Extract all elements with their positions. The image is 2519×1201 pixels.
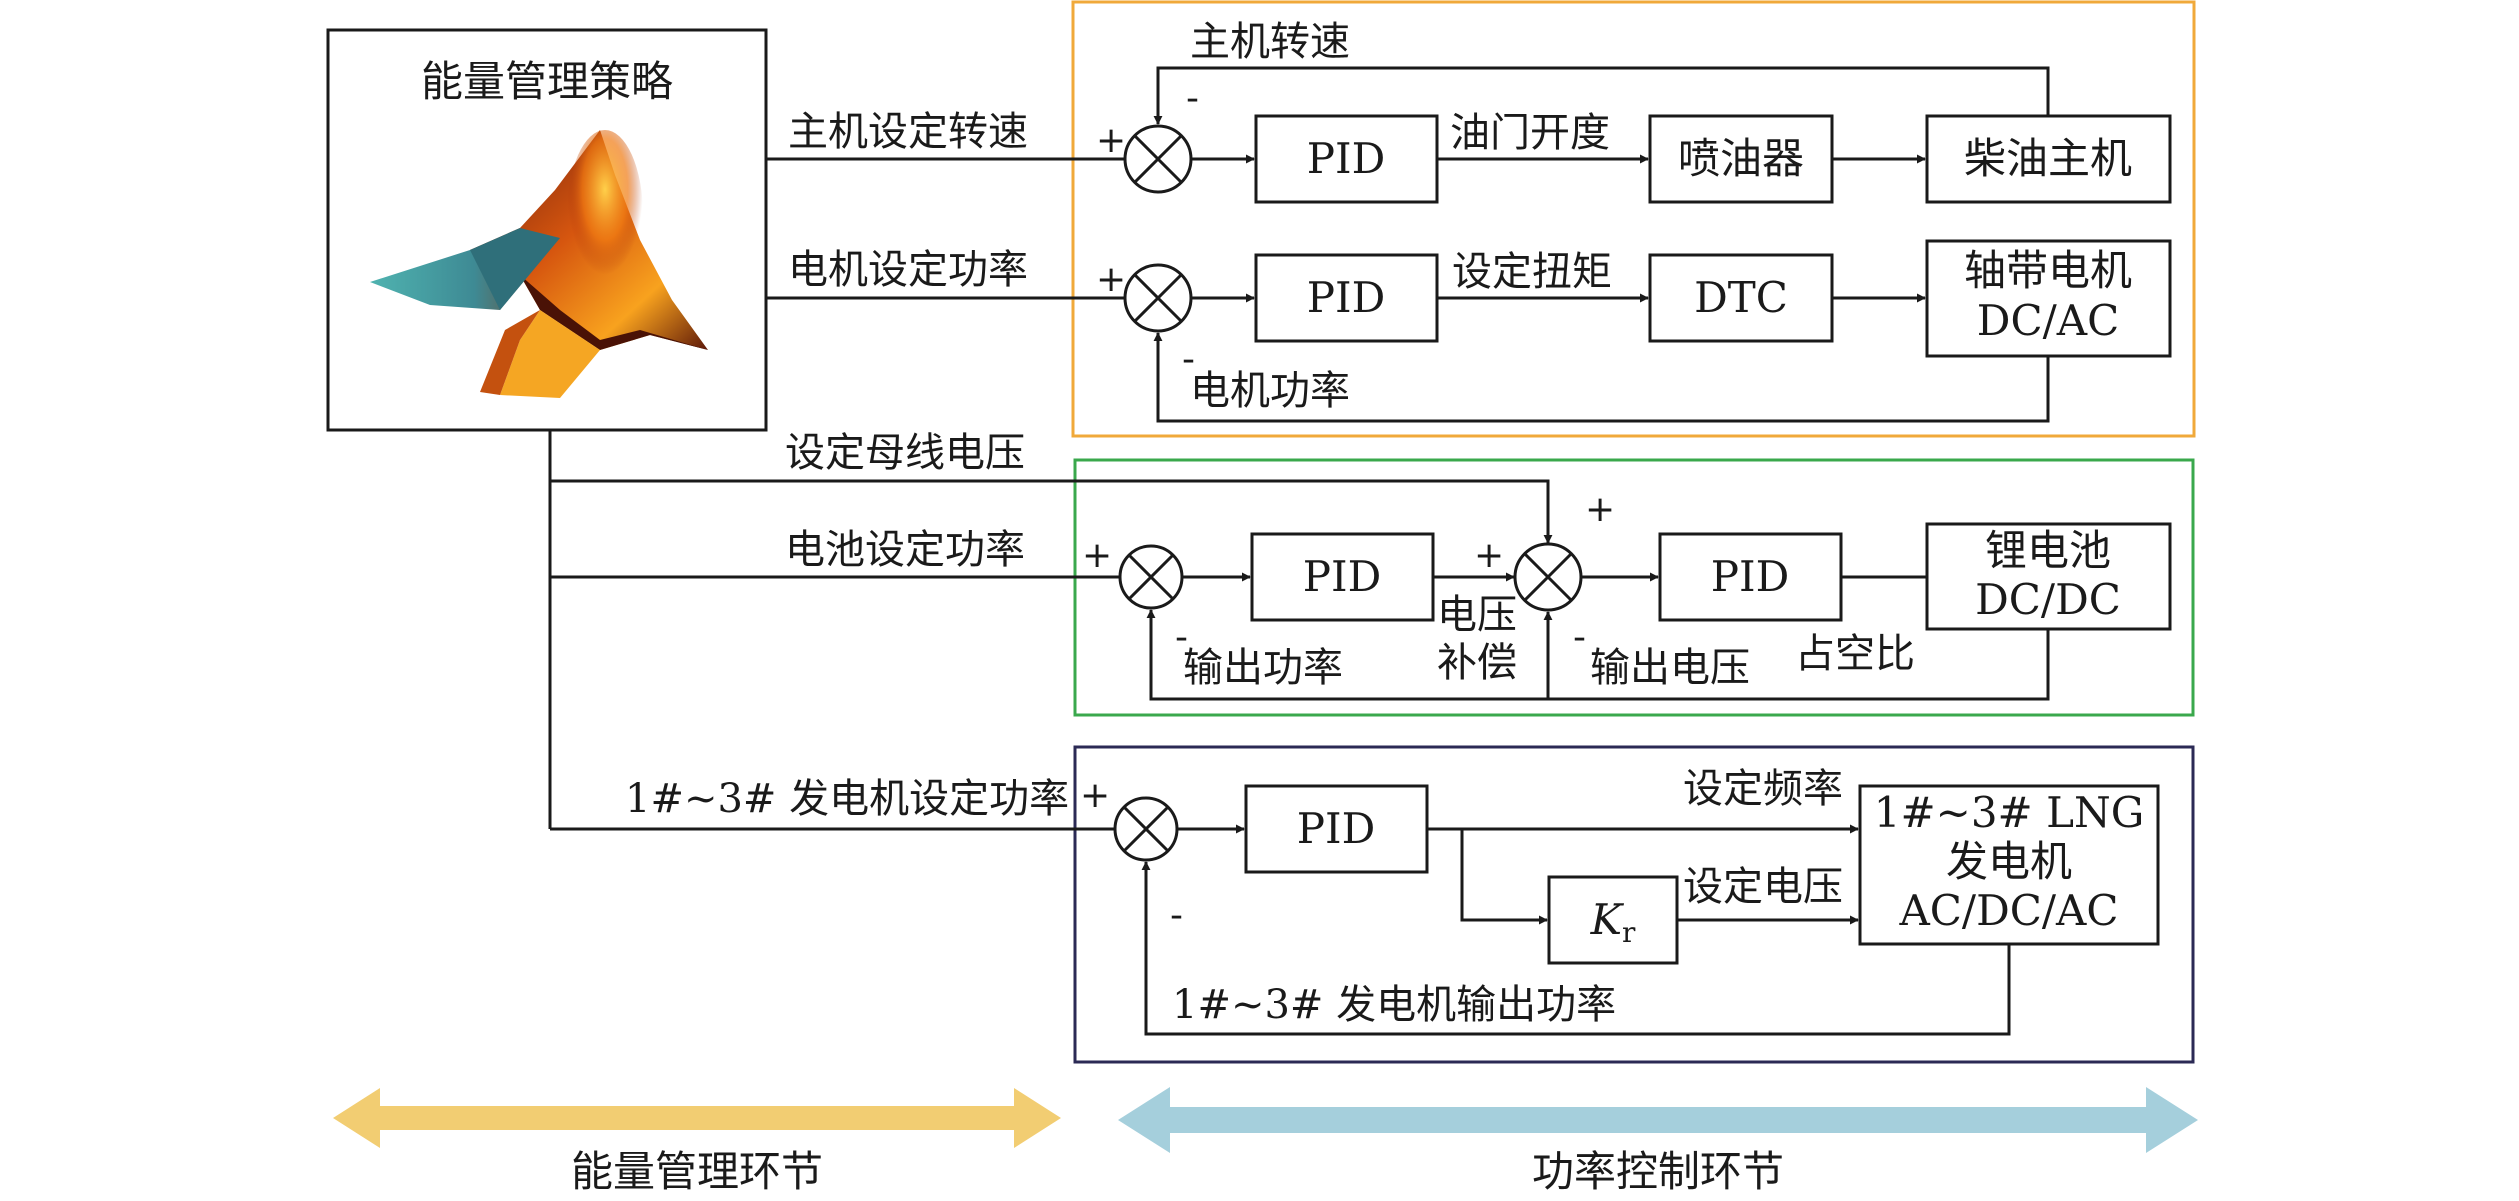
generator-frame [1073,745,2195,1064]
shaft-motor-label-1: 轴带电机 [1964,246,2132,295]
kr-gain-block [1547,875,1679,965]
power-control-label: 功率控制环节 [1532,1147,1784,1196]
pid-motor-block [1254,253,1439,343]
wire-bus-voltage-set [550,479,1553,544]
dtc-block [1648,253,1834,343]
signal-torque: 设定扭矩 [1452,249,1612,295]
sum2-cross [1133,273,1183,323]
pid-battery-power-label: PID [1303,552,1382,601]
lithium-battery-label-2: DC/DC [1975,575,2121,624]
lng-generator-label-2: 发电机 [1946,837,2072,886]
ems-title: 能量管理策略 [421,57,673,106]
sum5-cross [1122,805,1170,853]
injector-label: 喷油器 [1678,134,1804,183]
pid-generator-label: PID [1297,804,1376,853]
signal-motor-power-feedback: 电机功率 [1190,368,1350,414]
wire-generator-feedback [1141,861,2011,1036]
sum1-plus-sign: + [1096,120,1126,161]
battery-frame [1073,458,2195,717]
wire-battery-feedback [1146,609,2050,701]
pid-battery-power-block [1250,532,1435,622]
diesel-engine-block [1925,114,2172,204]
signal-bus-voltage-set: 设定母线电压 [785,430,1025,476]
sum4-cross [1523,552,1573,602]
sum3-minus-sign: - [1175,617,1188,658]
signal-battery-power-set: 电池设定功率 [785,527,1025,573]
matlab-membrane-logo [370,130,708,398]
lithium-battery-block [1925,522,2172,631]
sum4-plus-top: + [1585,489,1615,530]
signal-motor-power-set: 电机设定功率 [788,247,1028,293]
wire-pid-to-kr [1460,829,1548,925]
signal-voltage-comp-2: 补偿 [1437,640,1517,686]
signal-generator-power-set: 1#~3# 发电机设定功率 [625,776,1069,822]
wire-engine-speed-feedback [1153,66,2050,125]
signal-engine-speed-feedback: 主机转速 [1190,19,1350,65]
signal-throttle: 油门开度 [1450,110,1610,156]
signal-generator-output-power: 1#~3# 发电机输出功率 [1172,982,1616,1028]
sum3-cross [1127,553,1175,601]
injector-block [1648,114,1834,204]
lithium-battery-label-1: 锂电池 [1985,526,2111,575]
energy-management-label: 能量管理环节 [571,1147,823,1196]
pid-engine-label: PID [1307,134,1386,183]
sum3-plus-sign: + [1082,535,1112,576]
sum1-minus-sign: - [1186,78,1199,119]
signal-set-voltage: 设定电压 [1683,864,1843,910]
power-control-arrow [1118,1087,2198,1153]
signal-duty-cycle: 占空比 [1795,631,1915,677]
pid-generator-block [1244,784,1429,874]
signal-voltage-comp-1: 电压 [1437,592,1517,638]
diesel-engine-label: 柴油主机 [1964,134,2132,183]
sum2-plus-sign: + [1096,259,1126,300]
lng-generator-label-3: AC/DC/AC [1898,886,2118,935]
sum5-plus-sign: + [1080,775,1110,816]
kr-gain-subscript: r [1622,916,1636,949]
signal-engine-speed-set: 主机设定转速 [788,109,1028,155]
sum4-plus-left: + [1474,535,1504,576]
lng-generator-block [1858,784,2160,946]
signal-set-frequency: 设定频率 [1683,766,1843,812]
sum5-minus-sign: - [1170,895,1183,936]
lng-generator-label-1: 1#~3# LNG [1874,788,2145,837]
sum2-minus-sign: - [1182,339,1195,380]
pid-bus-voltage-label: PID [1711,552,1790,601]
kr-gain-label: Kr [1590,895,1636,949]
sum4-minus-sign: - [1573,617,1586,658]
energy-management-arrow [333,1088,1061,1148]
shaft-motor-block [1925,239,2172,358]
kr-gain-symbol: K [1590,895,1625,944]
engine-motor-frame [1071,0,2196,438]
signal-output-voltage: 输出电压 [1590,645,1750,691]
pid-bus-voltage-block [1658,532,1843,622]
sum1-cross [1133,134,1183,184]
wire-motor-power-feedback [1153,332,2050,423]
pid-motor-label: PID [1307,273,1386,322]
shaft-motor-label-2: DC/AC [1977,296,2119,345]
dtc-label: DTC [1694,273,1788,322]
signal-output-power: 输出功率 [1183,645,1343,691]
